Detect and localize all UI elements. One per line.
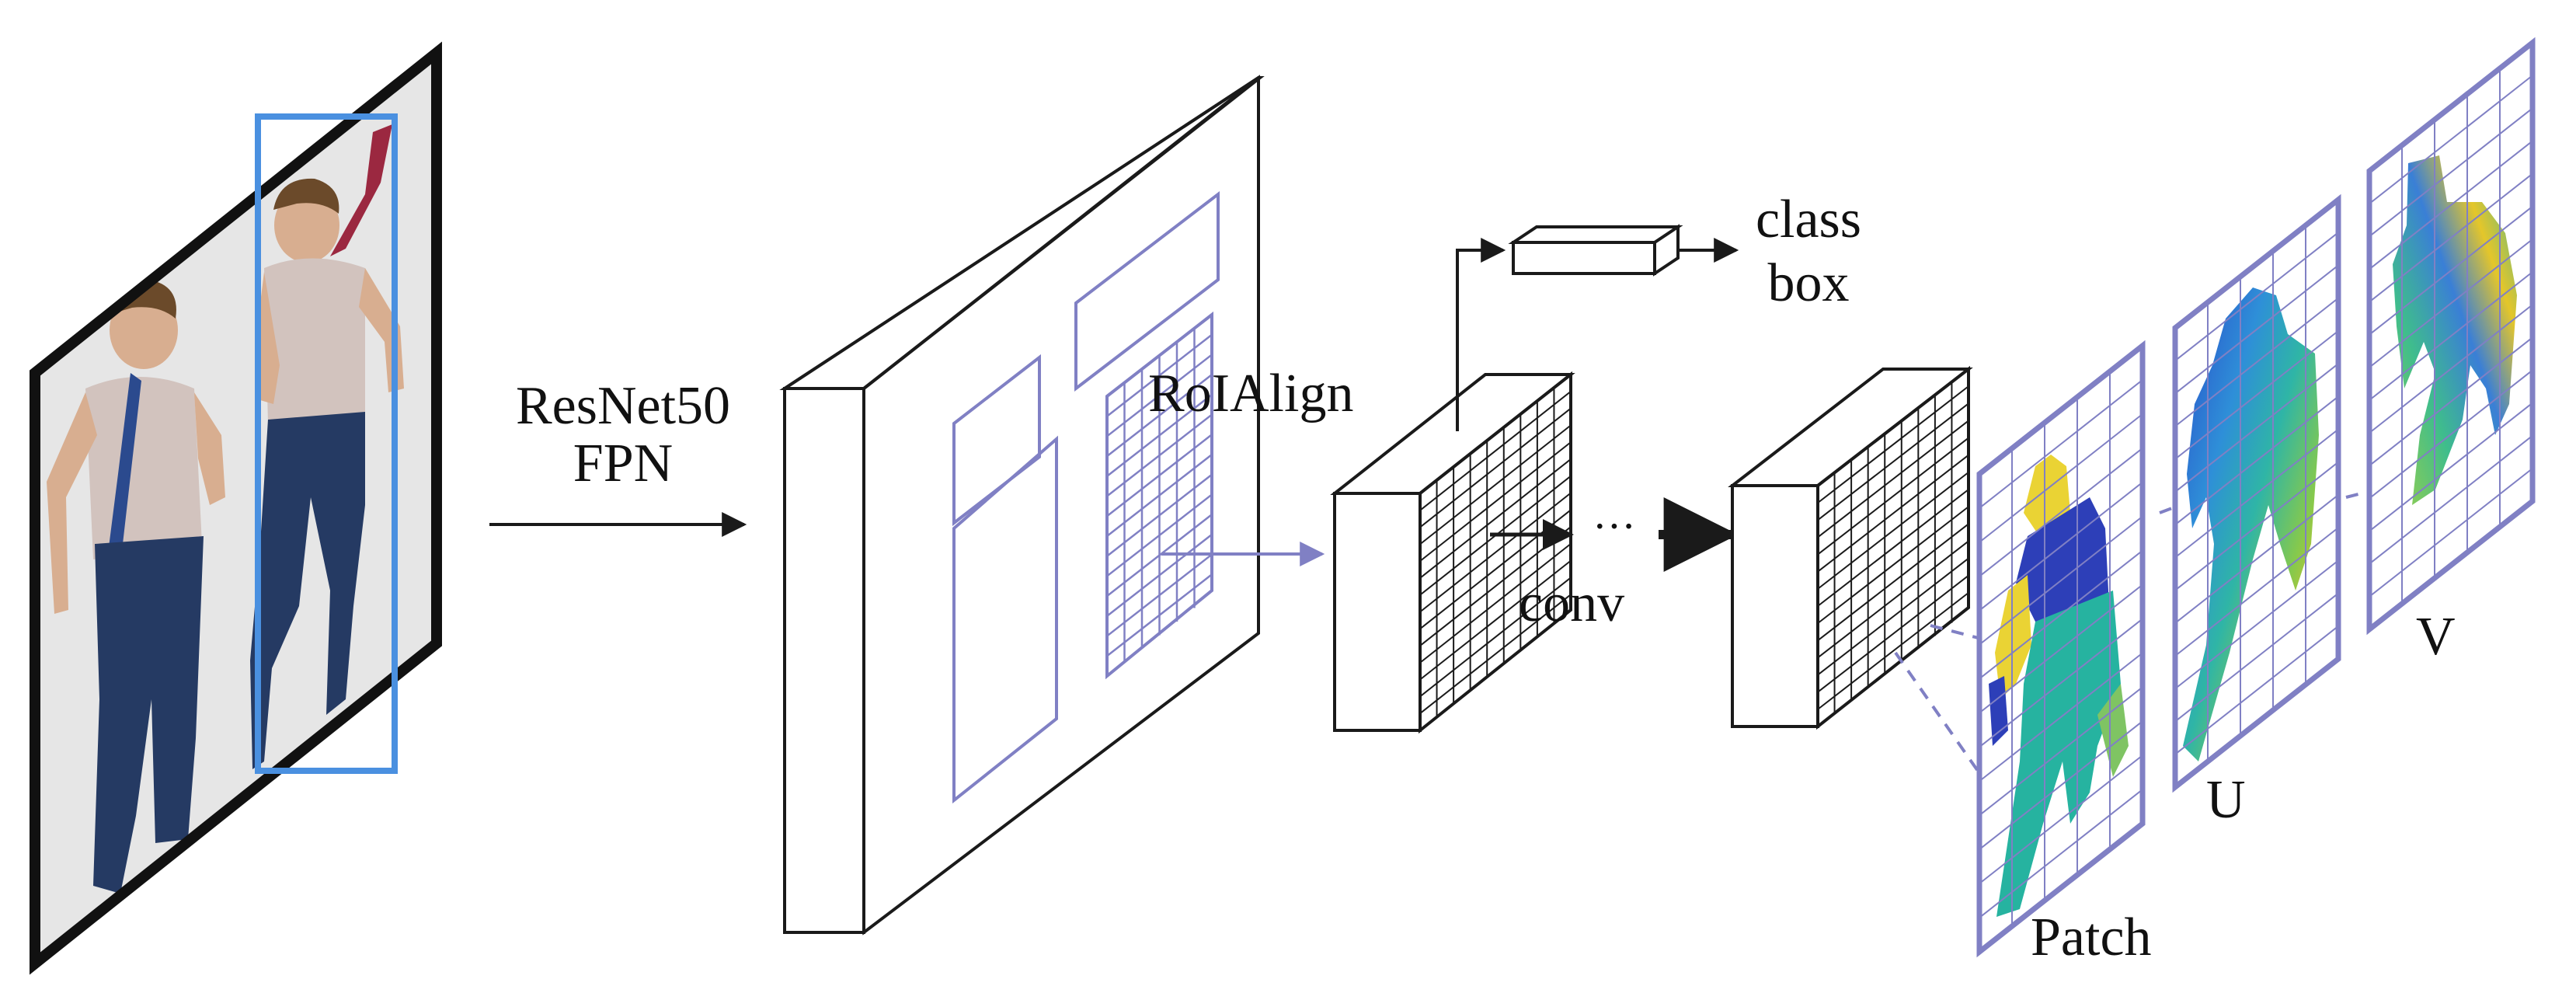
u-map xyxy=(2172,193,2341,793)
ellipsis-label: ··· xyxy=(1593,503,1636,551)
person-right xyxy=(250,124,404,769)
output-feature-grid xyxy=(1817,382,1969,714)
input-image xyxy=(30,41,442,975)
patch-label: Patch xyxy=(2031,908,2152,967)
backbone-label-line1: ResNet50 xyxy=(515,376,731,436)
roialign-label: RoIAlign xyxy=(1148,364,1354,423)
box-label: box xyxy=(1767,253,1850,313)
roi-feature-grid xyxy=(1419,388,1572,717)
detection-box xyxy=(255,113,398,774)
feature-map-block xyxy=(779,75,1265,936)
v-label: V xyxy=(2416,607,2456,667)
conv-label: conv xyxy=(1519,573,1625,633)
v-map xyxy=(2366,37,2536,636)
classbox-branch-arrow xyxy=(1456,238,1506,431)
output-feature-block xyxy=(1728,365,1973,730)
backbone-label-line2: FPN xyxy=(573,434,674,493)
u-label: U xyxy=(2206,770,2246,830)
patch-map xyxy=(1976,340,2146,958)
class-label: class xyxy=(1755,190,1862,249)
backbone-label: ResNet50 FPN xyxy=(491,379,755,491)
fc-block xyxy=(1508,224,1683,277)
person-left xyxy=(47,280,225,894)
roialign-grid xyxy=(1106,328,1213,663)
